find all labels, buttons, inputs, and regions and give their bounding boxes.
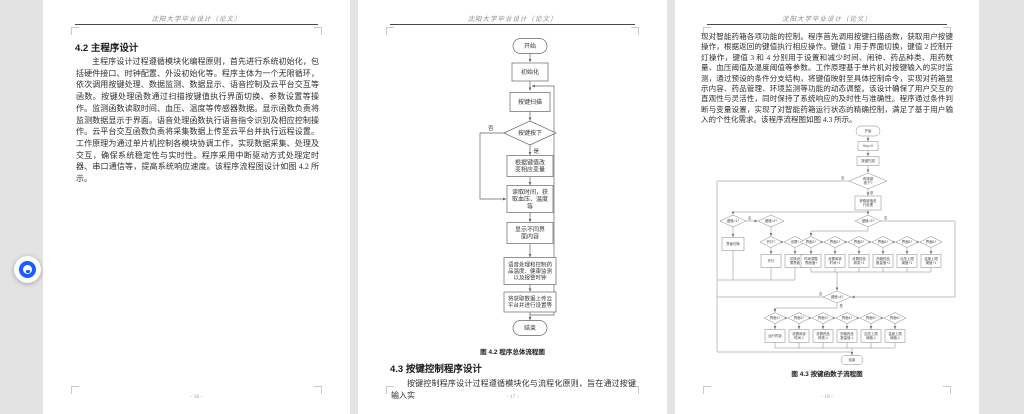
svg-text:结束: 结束 <box>524 324 536 332</box>
section-heading-4-2: 4.2 主程序设计 <box>75 43 139 54</box>
document-page-18: 沈阳大学毕业设计（论文） 现对智能药箱各项功能的控制。程序首先调用按键扫描函数，… <box>675 0 979 414</box>
svg-text:是: 是 <box>870 190 874 195</box>
margin-mark <box>703 27 711 35</box>
svg-text:界面6?: 界面6? <box>926 239 937 244</box>
svg-text:药箱药品数量值-1: 药箱药品数量值-1 <box>840 331 854 340</box>
svg-text:开始: 开始 <box>524 42 536 50</box>
svg-text:将获取数据上传云平台并进行设置等: 将获取数据上传云平台并进行设置等 <box>508 295 553 310</box>
svg-text:界面6?: 界面6? <box>890 315 901 320</box>
svg-text:界面5?: 界面5? <box>866 315 877 320</box>
svg-text:否: 否 <box>841 176 845 180</box>
svg-text:按键扫描: 按键扫描 <box>861 158 875 163</box>
figure-caption: 图 4.3 按键函数子流程图 <box>791 371 863 378</box>
svg-text:获取键值进行处理: 获取键值进行处理 <box>860 198 878 207</box>
svg-text:初始化: 初始化 <box>521 68 539 76</box>
svg-text:运行时钟: 运行时钟 <box>768 333 782 338</box>
svg-text:开始: 开始 <box>865 128 872 133</box>
svg-text:Key=0: Key=0 <box>863 144 873 148</box>
svg-text:界面4?: 界面4? <box>842 315 853 320</box>
margin-mark <box>314 27 322 35</box>
svg-text:是: 是 <box>840 303 844 308</box>
margin-mark <box>703 386 711 394</box>
margin-mark <box>386 386 394 394</box>
margin-mark <box>386 27 394 35</box>
page-header: 沈阳大学毕业设计（论文） <box>467 16 558 23</box>
document-page-16: 沈阳大学毕业设计（论文） 4.2 主程序设计 主程序设计过程遵循模块化编程原则，… <box>43 0 350 414</box>
svg-text:设置闹钟时间+1: 设置闹钟时间+1 <box>828 256 842 265</box>
svg-text:否: 否 <box>748 217 752 221</box>
floating-locate-button[interactable] <box>14 256 41 283</box>
svg-text:键值=3?: 键值=3? <box>862 218 875 223</box>
svg-text:温度上限阈值+1: 温度上限阈值+1 <box>924 256 938 265</box>
svg-text:血压上限阈值+1: 血压上限阈值+1 <box>900 256 914 265</box>
page-number: - 17 - <box>506 394 519 400</box>
svg-text:界面2?: 界面2? <box>794 315 805 320</box>
svg-text:界面切换: 界面切换 <box>726 241 740 246</box>
page-header: 沈阳大学毕业设计（论文） <box>782 16 872 23</box>
document-page-17: 沈阳大学毕业设计（论文） 是 否 开始初始化按键扫描按键按下根据键值改变相应变量读取… <box>358 0 667 414</box>
svg-text:显示不同界面内容: 显示不同界面内容 <box>515 227 545 241</box>
figure-caption: 图 4.2 程序总体流程图 <box>480 349 545 356</box>
svg-text:设置闹钟时间-1: 设置闹钟时间-1 <box>792 331 806 340</box>
svg-text:时间调整界面值+: 时间调整界面值+ <box>804 256 818 265</box>
svg-text:键值=2?: 键值=2? <box>765 218 778 223</box>
body-paragraph: 按键控制程序设计过程遵循模块化与流程化原则，旨在通过按键输入实 <box>391 379 636 400</box>
page-gutter <box>350 0 358 414</box>
svg-text:界面4?: 界面4? <box>878 239 889 244</box>
target-icon <box>19 261 36 278</box>
svg-text:切换设置界面: 切换设置界面 <box>790 256 801 265</box>
flowchart-figure-4-2: 是 否 开始初始化按键扫描按键按下根据键值改变相应变量读取时间，获取血压、温度等显示… <box>479 38 557 336</box>
body-paragraph: 主程序设计过程遵循模块化编程原则，首先进行系统初始化，包括硬件接口、时钟配置、外… <box>76 57 319 184</box>
section-heading-4-3: 4.3 按键控制程序设计 <box>390 364 482 375</box>
svg-text:设置?: 设置? <box>791 239 800 244</box>
svg-text:结束: 结束 <box>849 357 856 362</box>
svg-text:开灯?: 开灯? <box>767 239 776 244</box>
page-number: - 18 - <box>821 394 833 400</box>
svg-text:设置药品种类+1: 设置药品种类+1 <box>852 256 866 265</box>
margin-mark <box>943 386 951 394</box>
margin-mark <box>943 27 951 35</box>
svg-text:否: 否 <box>488 125 494 132</box>
svg-text:根据键值改变相应变量: 根据键值改变相应变量 <box>515 159 545 174</box>
margin-mark <box>71 386 79 394</box>
svg-text:界面5?: 界面5? <box>902 239 913 244</box>
target-icon-dot <box>26 270 30 273</box>
svg-text:开灯: 开灯 <box>768 258 775 263</box>
svg-text:按键按下: 按键按下 <box>518 129 542 137</box>
page-gutter <box>667 0 675 414</box>
header-rule <box>390 24 635 25</box>
svg-text:键值=1?: 键值=1? <box>727 218 740 223</box>
svg-text:是: 是 <box>534 148 540 155</box>
flowchart-figure-4-3: 是否否否否是开始Key=0按键扫描有按键按下?获取键值进行处理键值=1?键值=2… <box>716 125 956 365</box>
svg-text:有按键按下?: 有按键按下? <box>863 176 874 185</box>
svg-text:否: 否 <box>819 292 823 296</box>
svg-text:语音处理和控制药品温度、健康监测以及报警时钟: 语音处理和控制药品温度、健康监测以及报警时钟 <box>508 260 553 281</box>
page-number: - 16 - <box>190 394 203 400</box>
margin-mark <box>631 27 639 35</box>
header-rule <box>75 24 318 25</box>
svg-text:否: 否 <box>884 216 888 220</box>
svg-text:药箱药品数量值+1: 药箱药品数量值+1 <box>876 256 890 265</box>
svg-text:界面3?: 界面3? <box>818 315 829 320</box>
margin-mark <box>314 386 322 394</box>
page-header: 沈阳大学毕业设计（论文） <box>151 16 242 23</box>
svg-text:血压上限阈值-1: 血压上限阈值-1 <box>864 331 878 340</box>
svg-text:界面2?: 界面2? <box>830 239 841 244</box>
svg-text:读取时间，获取血压、温度等: 读取时间，获取血压、温度等 <box>512 188 548 210</box>
svg-text:设置药品种类-1: 设置药品种类-1 <box>816 331 830 340</box>
svg-text:温度上限阈值-1: 温度上限阈值-1 <box>888 331 902 340</box>
margin-mark <box>71 27 79 35</box>
svg-text:界面3?: 界面3? <box>854 239 865 244</box>
body-paragraph: 现对智能药箱各项功能的控制。程序首先调用按键扫描函数，获取用户按键操作，根据返回… <box>701 32 953 125</box>
svg-text:界面1?: 界面1? <box>770 315 781 320</box>
svg-text:按键扫描: 按键扫描 <box>518 98 542 106</box>
margin-mark <box>631 386 639 394</box>
svg-text:键值=4?: 键值=4? <box>831 294 844 299</box>
svg-text:界面1?: 界面1? <box>806 239 817 244</box>
header-rule <box>707 24 947 25</box>
